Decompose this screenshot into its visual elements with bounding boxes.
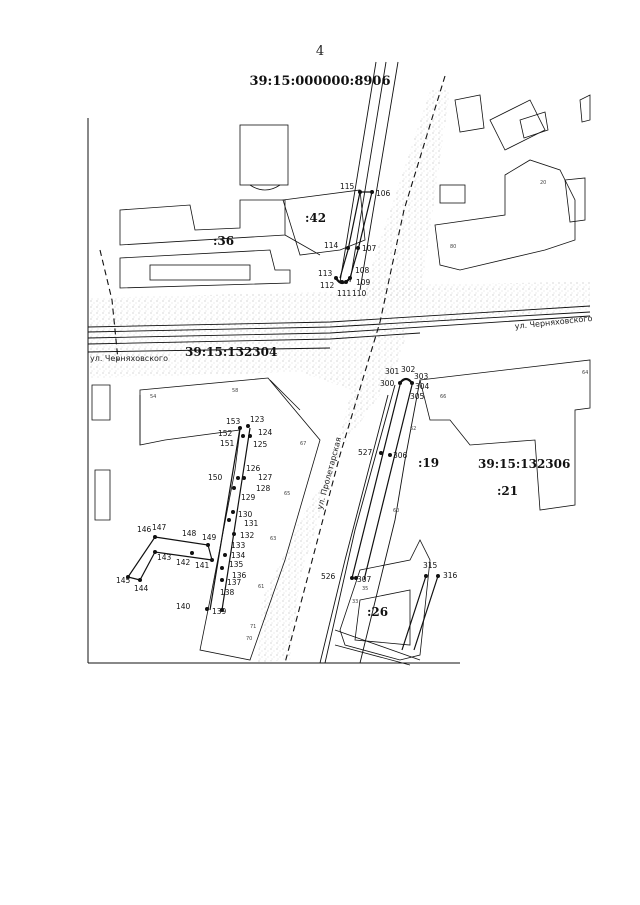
point-labels-top: 115 106 114 107 113 108 112 109 111 110 — [318, 182, 391, 298]
block-label-42: :42 — [305, 211, 326, 225]
point-label: 109 — [356, 278, 371, 287]
point-label: 126 — [246, 464, 261, 473]
point-label: 305 — [410, 392, 425, 401]
proletarskaya-road-bottom — [319, 379, 421, 664]
building-number: 65 — [284, 491, 290, 497]
point-label: 139 — [212, 607, 227, 616]
building-number: 64 — [582, 370, 588, 376]
buildings-bottom-left — [91, 377, 321, 661]
point-label: 106 — [376, 189, 391, 198]
point-label: 153 — [226, 417, 241, 426]
point-label: 152 — [218, 429, 233, 438]
point-label: 303 — [414, 372, 429, 381]
block-label-36: :36 — [213, 234, 234, 248]
building-number: 20 — [540, 180, 546, 186]
point-label: 301 — [385, 367, 400, 376]
point-label: 111 — [337, 289, 352, 298]
point-label: 115 — [340, 182, 355, 191]
page-number: 4 — [315, 44, 325, 59]
point-label: 130 — [238, 510, 253, 519]
chernyakhovskogo-road — [87, 305, 591, 353]
road-surface — [88, 90, 590, 662]
buildings-top-left — [119, 124, 366, 289]
point-label: 114 — [324, 241, 339, 250]
building-number: 35 — [362, 586, 368, 592]
point-label: 147 — [152, 523, 167, 532]
point-label: 131 — [244, 519, 259, 528]
point-label: 110 — [352, 289, 367, 298]
street-label-proletarskaya: ул. Пролетарская — [315, 436, 343, 511]
point-label: 150 — [208, 473, 223, 482]
street-label-chernyakhovskogo-right: ул. Черняховского — [514, 314, 593, 331]
point-label: 124 — [258, 428, 273, 437]
quarter-boundary-dashed — [99, 75, 446, 664]
building-number: 61 — [258, 584, 264, 590]
building-number: 71 — [250, 624, 256, 630]
point-label: 144 — [134, 584, 149, 593]
point-label: 149 — [202, 533, 217, 542]
point-label: 108 — [355, 266, 370, 275]
boundary-points — [126, 190, 440, 612]
point-label: 123 — [250, 415, 265, 424]
point-label: 148 — [182, 529, 197, 538]
buildings-bottom-right — [334, 359, 591, 666]
point-labels-left: 153 123 152 124 151 125 150 126 127 128 … — [116, 415, 273, 616]
point-label: 307 — [357, 575, 372, 584]
building-number: 62 — [410, 426, 416, 432]
point-label: 526 — [321, 572, 336, 581]
building-number: 54 — [150, 394, 156, 400]
building-number: 58 — [232, 388, 238, 394]
point-label: 113 — [318, 269, 333, 278]
point-label: 304 — [415, 382, 430, 391]
point-label: 133 — [231, 541, 246, 550]
building-number: 80 — [450, 244, 456, 250]
building-number: 66 — [440, 394, 446, 400]
point-label: 128 — [256, 484, 271, 493]
point-label: 143 — [157, 553, 172, 562]
point-label: 107 — [362, 244, 377, 253]
point-label: 112 — [320, 281, 335, 290]
block-label-19: :19 — [418, 456, 439, 470]
block-label-21: :21 — [497, 484, 518, 498]
map-frame — [87, 118, 460, 664]
building-number: 33 — [352, 599, 358, 605]
point-label: 316 — [443, 571, 458, 580]
point-label: 125 — [253, 440, 268, 449]
proletarskaya-road-top — [339, 61, 399, 291]
quarter-label-right: 39:15:132306 — [478, 457, 570, 471]
point-label: 145 — [116, 576, 131, 585]
cadastral-number-title: 39:15:000000:8906 — [249, 74, 391, 89]
point-label: 134 — [231, 551, 246, 560]
point-label: 129 — [241, 493, 256, 502]
building-number: 70 — [246, 636, 252, 642]
building-number: 67 — [300, 441, 306, 447]
point-label: 151 — [220, 439, 235, 448]
point-label: 141 — [195, 561, 210, 570]
building-numbers: 54 58 67 65 63 61 71 70 64 66 60 62 33 3… — [150, 180, 588, 642]
building-number: 63 — [270, 536, 276, 542]
building-number: 60 — [393, 508, 399, 514]
point-label: 132 — [240, 531, 255, 540]
point-label: 142 — [176, 558, 191, 567]
point-label: 315 — [423, 561, 438, 570]
point-label: 302 — [401, 365, 416, 374]
point-label: 135 — [229, 560, 244, 569]
block-label-26: :26 — [367, 605, 388, 619]
point-label: 138 — [220, 588, 235, 597]
point-label: 140 — [176, 602, 191, 611]
point-label: 306 — [393, 451, 408, 460]
quarter-label-left: 39:15:132304 — [185, 345, 277, 359]
buildings-top-right — [434, 94, 591, 271]
point-labels-right: 301 302 303 300 304 305 527 306 526 307 … — [321, 365, 458, 584]
point-label: 300 — [380, 379, 395, 388]
street-label-chernyakhovskogo-left: ул. Черняховского — [90, 354, 168, 363]
point-label: 137 — [227, 578, 242, 587]
point-label: 136 — [232, 571, 247, 580]
point-label: 127 — [258, 473, 273, 482]
point-label: 146 — [137, 525, 152, 534]
point-label: 527 — [358, 448, 373, 457]
